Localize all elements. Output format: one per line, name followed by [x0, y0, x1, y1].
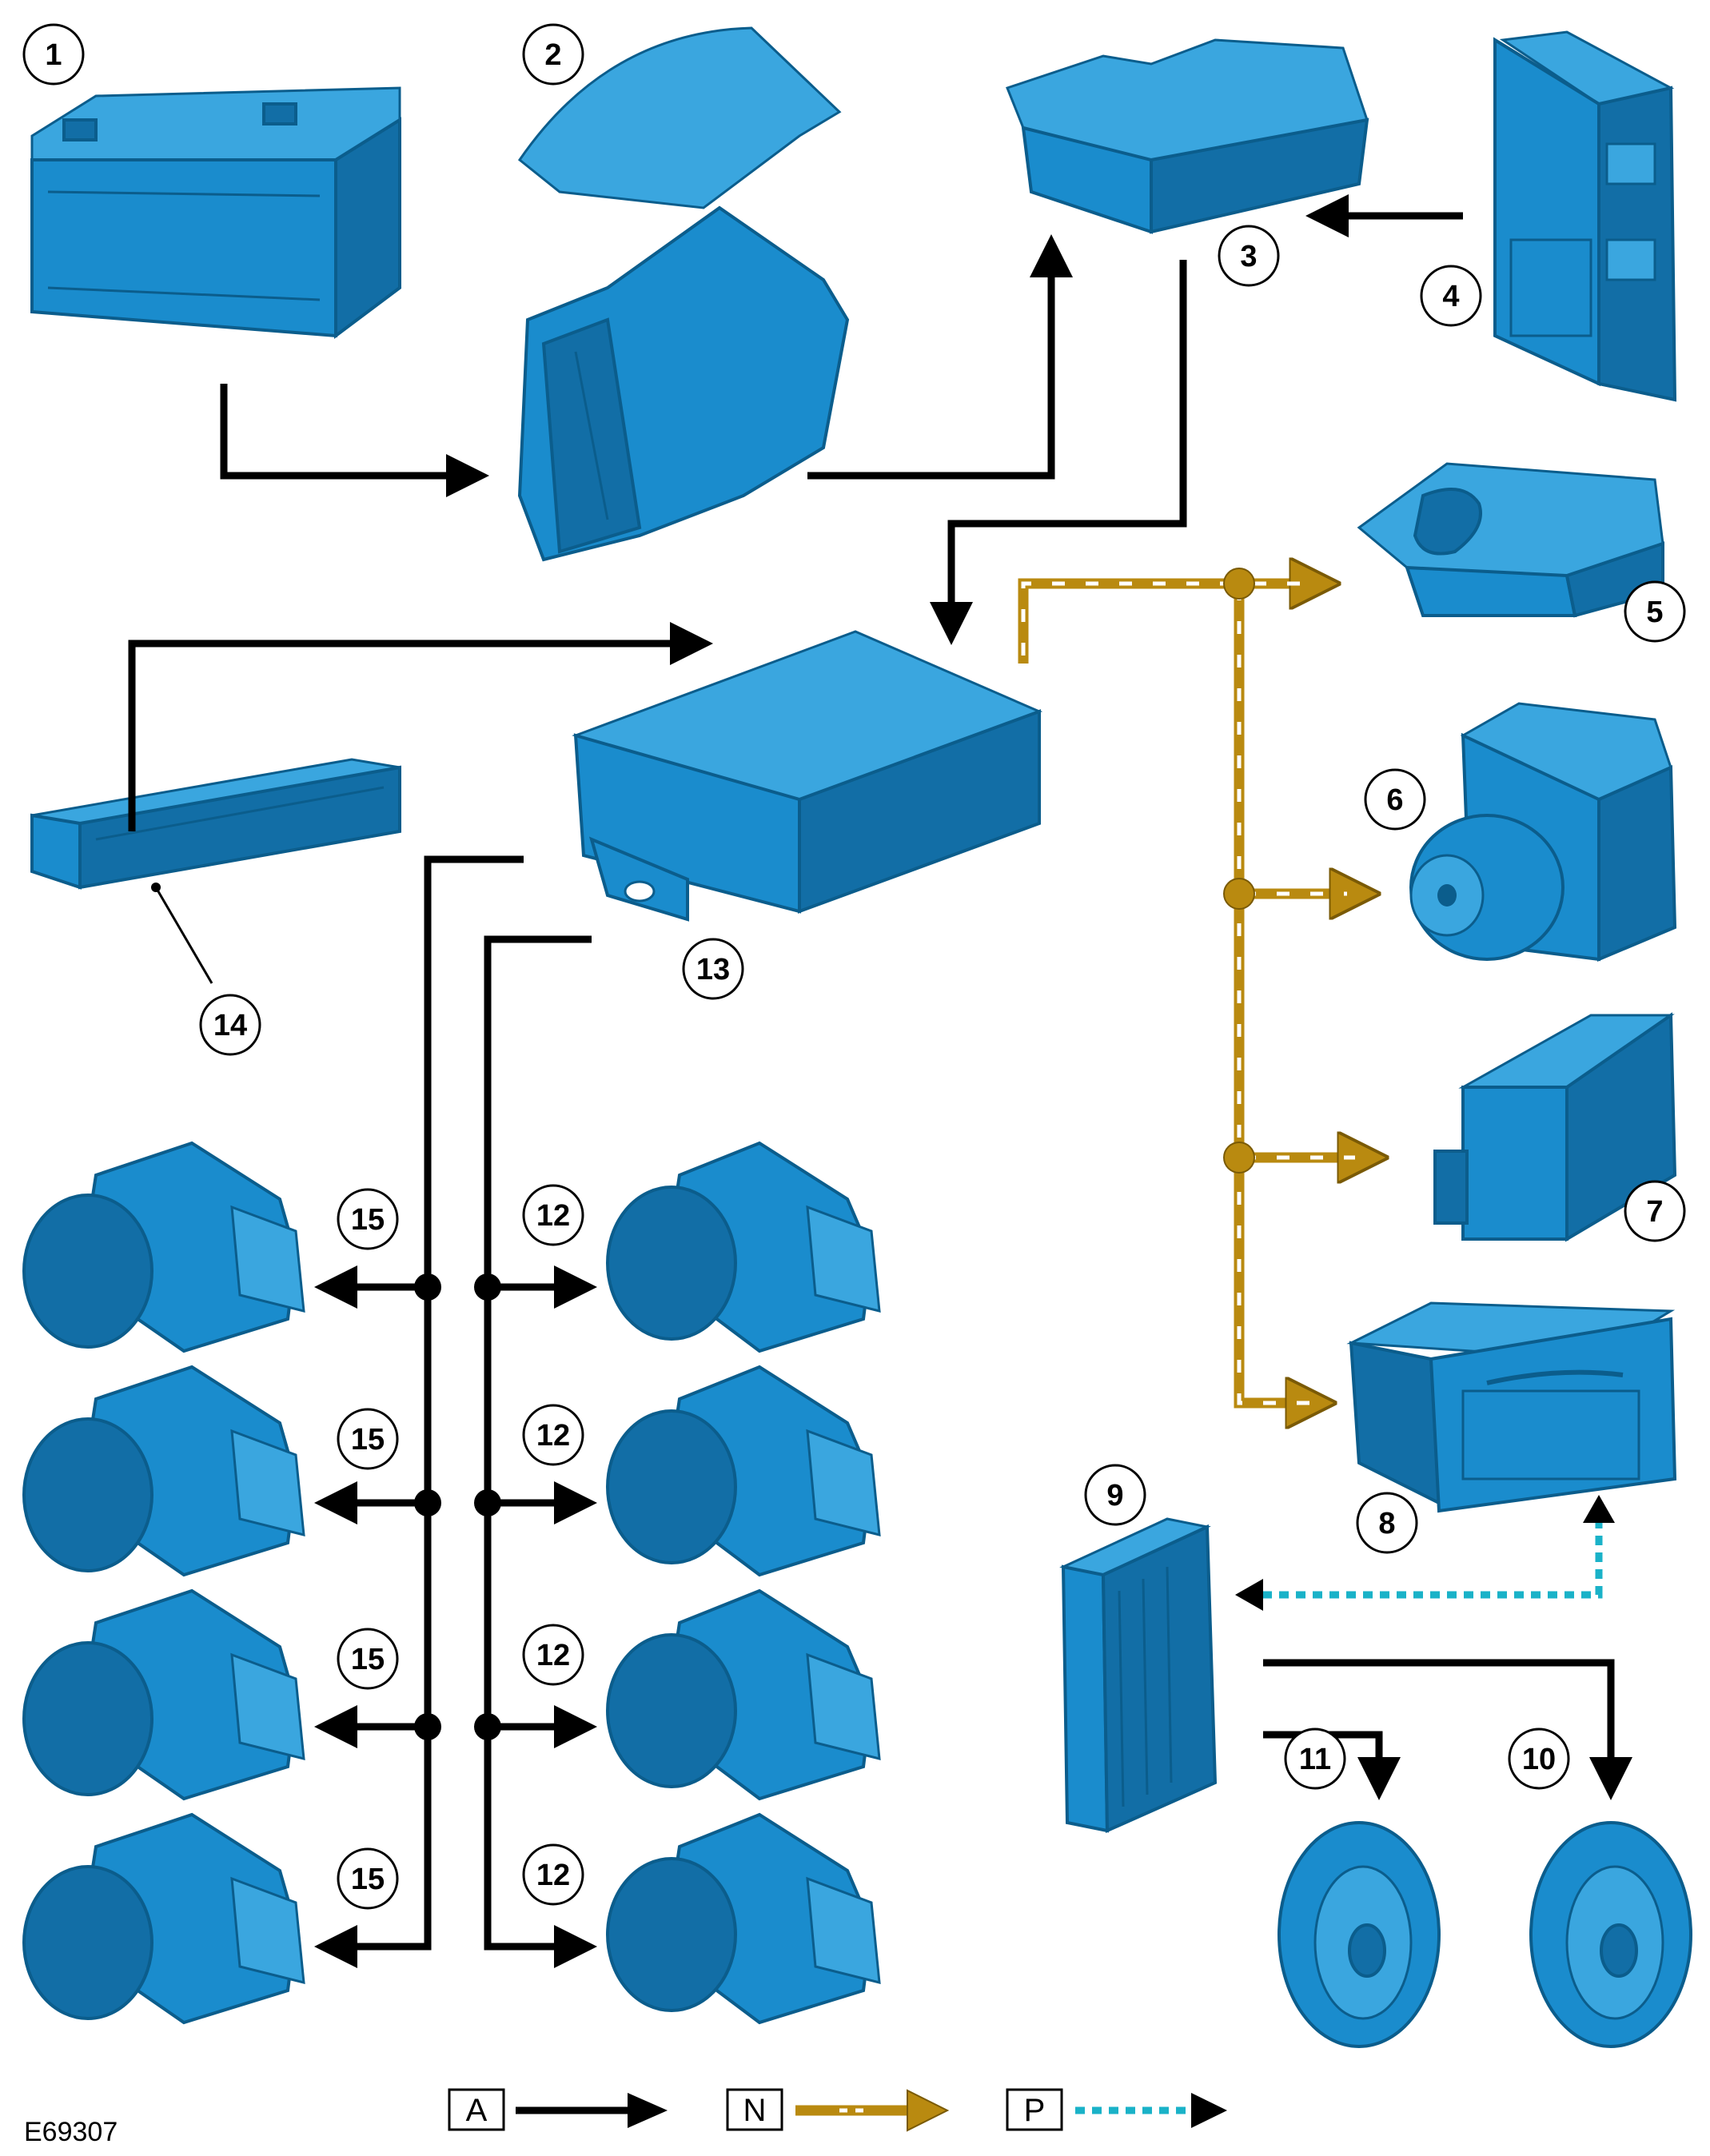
audio-unit	[1346, 1301, 1677, 1513]
legend-can-bus: N	[726, 2088, 950, 2132]
speaker-10	[1529, 1821, 1692, 2048]
callout-10: 10	[1508, 1728, 1570, 1790]
callout-12-1: 12	[522, 1184, 584, 1246]
can-bus-connections	[1018, 568, 1363, 1403]
callout-10-label: 10	[1522, 1743, 1556, 1776]
callout-8: 8	[1356, 1492, 1418, 1554]
callout-12-3-label: 12	[536, 1639, 570, 1672]
callout-13: 13	[682, 938, 744, 1000]
callout-9: 9	[1084, 1464, 1146, 1526]
sensor-15-3	[22, 1588, 305, 1801]
audio-amplifier	[1059, 1517, 1218, 1834]
central-junction-box	[1493, 30, 1677, 402]
callout-7: 7	[1624, 1180, 1686, 1242]
sensor-15-2	[22, 1365, 305, 1577]
sensors-12	[606, 1141, 881, 2025]
callout-6-label: 6	[1386, 783, 1403, 817]
callout-4-label: 4	[1442, 280, 1459, 313]
callout-15-3: 15	[337, 1628, 399, 1690]
callout-12-4-label: 12	[536, 1859, 570, 1892]
callout-12-2-label: 12	[536, 1419, 570, 1453]
callout-2-label: 2	[544, 38, 561, 72]
sensor-12-3	[606, 1588, 881, 1801]
control-module-7	[1433, 1012, 1677, 1242]
callout-1: 1	[22, 23, 85, 86]
callout-15-1: 15	[337, 1188, 399, 1250]
sensors-15	[22, 1141, 305, 2025]
callout-15-3-label: 15	[351, 1643, 385, 1676]
callout-15-1-label: 15	[351, 1203, 385, 1237]
parking-aid-module	[572, 630, 1043, 922]
hardwired-connections	[128, 194, 1632, 1968]
callout-13-label: 13	[696, 953, 730, 986]
callout-1-label: 1	[45, 38, 62, 72]
callout-3: 3	[1218, 225, 1280, 287]
callout-14: 14	[199, 994, 261, 1056]
callout-6: 6	[1364, 768, 1426, 831]
callout-14-leader	[154, 887, 213, 984]
callout-3-label: 3	[1240, 240, 1257, 273]
callout-11: 11	[1284, 1728, 1346, 1790]
callout-7-label: 7	[1646, 1195, 1663, 1229]
legend-a-label: A	[466, 2093, 488, 2128]
callout-14-label: 14	[213, 1009, 247, 1042]
callout-12-2: 12	[522, 1404, 584, 1466]
callout-15-4: 15	[337, 1847, 399, 1910]
gear-shift-module	[1357, 462, 1664, 618]
callout-12-3: 12	[522, 1624, 584, 1686]
most-bus-connection	[1235, 1495, 1615, 1611]
legend-p-label: P	[1024, 2093, 1046, 2128]
callout-11-label: 11	[1299, 1743, 1331, 1776]
callout-8-label: 8	[1378, 1507, 1395, 1540]
battery	[30, 86, 401, 339]
legend-most-bus: P	[1006, 2088, 1227, 2131]
sensor-12-2	[606, 1365, 881, 1577]
callout-12-4: 12	[522, 1843, 584, 1906]
parking-aid-switch	[30, 758, 401, 890]
callout-2: 2	[522, 23, 584, 86]
callout-5: 5	[1624, 580, 1686, 643]
legend-hardwired: A	[448, 2088, 668, 2131]
callouts: 1 2 3 4 5 6 7 8	[22, 23, 1686, 1910]
callout-5-label: 5	[1646, 596, 1663, 629]
abs-module	[1409, 702, 1677, 962]
sensor-12-4	[606, 1812, 881, 2025]
sensor-12-1	[606, 1141, 881, 1353]
sensor-15-4	[22, 1812, 305, 2025]
battery-junction-box	[517, 26, 850, 562]
reference-code: E69307	[24, 2117, 118, 2147]
callout-4: 4	[1420, 265, 1482, 327]
callout-15-2: 15	[337, 1408, 399, 1470]
legend: A N P	[448, 2088, 1227, 2132]
callout-12-1-label: 12	[536, 1199, 570, 1233]
legend-n-label: N	[743, 2093, 767, 2128]
callout-15-2-label: 15	[351, 1423, 385, 1457]
speaker-11	[1278, 1821, 1441, 2048]
callout-15-4-label: 15	[351, 1863, 385, 1896]
sensor-15-1	[22, 1141, 305, 1353]
callout-9-label: 9	[1106, 1479, 1123, 1512]
body-control-module	[1006, 38, 1369, 234]
